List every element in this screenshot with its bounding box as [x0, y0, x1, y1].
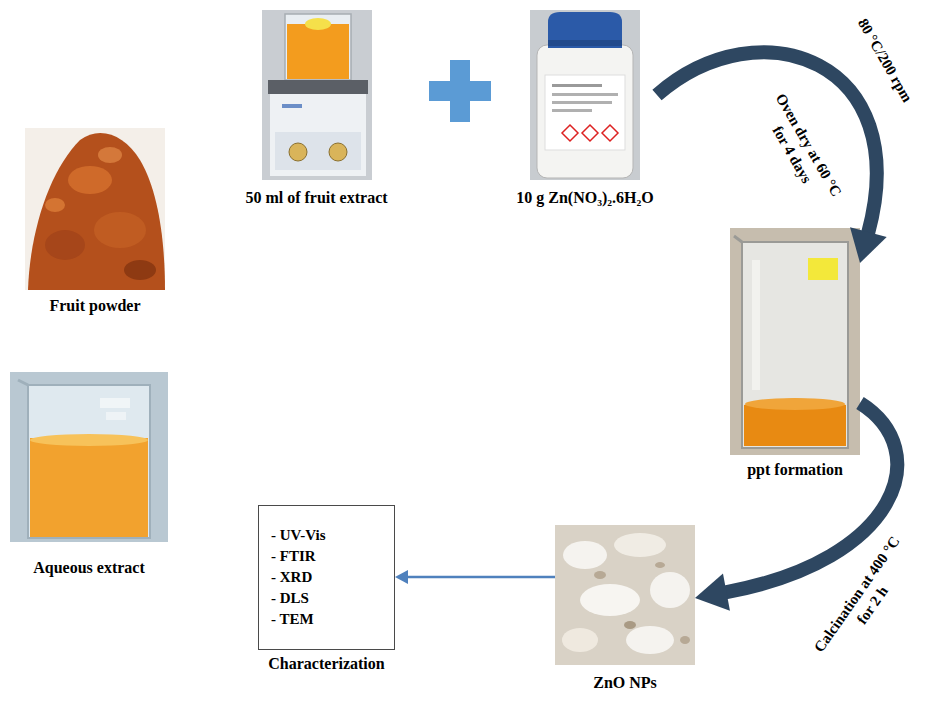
- zno-nanoparticles-photo: [626, 626, 674, 654]
- hotplate-beaker-photo: [287, 24, 349, 79]
- zno-nanoparticles-photo: [680, 636, 690, 644]
- zinc-nitrate-bottle-photo: [582, 125, 598, 141]
- precipitate-beaker-photo: [742, 242, 848, 448]
- fruit-powder-photo: [45, 230, 85, 260]
- flow-arrow: [657, 52, 887, 263]
- arrow-head: [395, 570, 408, 584]
- precipitate-beaker-photo: [730, 228, 860, 455]
- zinc-nitrate-bottle-photo: [602, 125, 618, 141]
- list-item: - DLS: [271, 588, 382, 609]
- hotplate-beaker-photo: [268, 80, 368, 94]
- node-caption: ppt formation: [730, 460, 860, 480]
- aqueous-extract-photo: [10, 372, 168, 542]
- arrow-head: [850, 227, 887, 263]
- fruit-powder-node: Fruit powder: [25, 128, 165, 316]
- zinc-nitrate-bottle-photo: [548, 40, 622, 46]
- node-caption: Aqueous extract: [10, 558, 168, 578]
- fruit-powder-photo: [25, 128, 165, 290]
- list-item: - FTIR: [271, 546, 382, 567]
- list-item: - UV-Vis: [271, 525, 382, 546]
- zinc-nitrate-bottle-photo: [545, 75, 625, 150]
- zinc-nitrate-node: 10 g Zn(NO₃)₂.6H₂O: [513, 10, 657, 208]
- precipitate-beaker-photo: [745, 398, 845, 410]
- fruit-powder-photo: [25, 128, 165, 290]
- hotplate-beaker-photo: [285, 14, 351, 80]
- precipitate-beaker-photo: [752, 260, 760, 390]
- aqueous-extract-photo: [28, 385, 150, 538]
- arrow-head: [695, 573, 730, 610]
- hotplate-beaker-photo: [282, 104, 302, 108]
- list-box: - UV-Vis- FTIR- XRD- DLS- TEM: [258, 505, 395, 650]
- zno-nanoparticles-photo: [594, 571, 606, 579]
- arrow-shaft: [407, 576, 555, 579]
- zno-nanoparticles-photo: [555, 525, 695, 665]
- zinc-nitrate-bottle-photo: [530, 10, 640, 180]
- zinc-nitrate-bottle-photo: [552, 93, 618, 96]
- hotplate-beaker-photo: [262, 10, 372, 180]
- aqueous-extract-photo: [18, 380, 28, 385]
- aqueous-extract-photo: [30, 438, 148, 537]
- hotplate-beaker-photo: [262, 10, 372, 180]
- fruit-powder-photo: [68, 166, 112, 194]
- zinc-nitrate-bottle-photo: [562, 125, 578, 141]
- hotplate-beaker-photo: [305, 18, 331, 30]
- hotplate-beaker-photo: [329, 143, 347, 161]
- fruit-powder-photo: [98, 147, 122, 163]
- fruit-powder-photo: [124, 260, 156, 280]
- zno-nanoparticles-photo: [614, 533, 666, 557]
- fruit-powder-photo: [28, 133, 165, 290]
- characterization-box: - UV-Vis- FTIR- XRD- DLS- TEM Characteriz…: [258, 505, 395, 674]
- zno-nanoparticles-photo: [580, 584, 640, 616]
- zno-nanoparticles-photo: [655, 562, 665, 568]
- fruit-powder-photo: [94, 212, 146, 248]
- aqueous-extract-photo: [10, 372, 168, 542]
- hotplate-beaker-photo: [270, 94, 366, 176]
- edge-label: 80 °C/200 rpm: [853, 15, 916, 105]
- zinc-nitrate-bottle-photo: [552, 109, 592, 112]
- fruit-extract-node: 50 ml of fruit extract: [242, 10, 391, 208]
- fruit-powder-photo: [45, 198, 65, 212]
- aqueous-extract-node: Aqueous extract: [10, 372, 168, 578]
- zno-node: ZnO NPs: [555, 525, 695, 693]
- hotplate-beaker-photo: [275, 132, 361, 170]
- step-note: Oven dry at 60 °C for 4 days: [749, 81, 851, 220]
- zno-nanoparticles-photo: [555, 525, 695, 665]
- plus-sign: [429, 81, 491, 101]
- node-caption: ZnO NPs: [555, 673, 695, 693]
- list-item: - TEM: [271, 609, 382, 630]
- precipitate-beaker-photo: [808, 258, 838, 280]
- zinc-nitrate-bottle-photo: [548, 12, 622, 48]
- aqueous-extract-photo: [30, 434, 148, 446]
- node-caption: 10 g Zn(NO₃)₂.6H₂O: [513, 188, 657, 208]
- hotplate-beaker-photo: [289, 143, 307, 161]
- precipitate-beaker-photo: [730, 228, 860, 455]
- list-item: - XRD: [271, 567, 382, 588]
- plus-sign: [429, 60, 491, 122]
- precipitate-beaker-photo: [744, 399, 846, 447]
- zinc-nitrate-bottle-photo: [537, 45, 633, 178]
- zno-nanoparticles-photo: [563, 541, 607, 569]
- box-heading: Characterization: [258, 654, 395, 674]
- arrow-shaft: [657, 52, 877, 233]
- node-caption: Fruit powder: [25, 296, 165, 316]
- zinc-nitrate-bottle-photo: [552, 84, 602, 87]
- precipitate-node: ppt formation: [730, 228, 860, 480]
- flow-arrow: [395, 570, 555, 584]
- zinc-nitrate-bottle-photo: [552, 101, 612, 104]
- zno-nanoparticles-photo: [650, 572, 690, 608]
- node-caption: 50 ml of fruit extract: [242, 188, 391, 208]
- aqueous-extract-photo: [100, 398, 130, 408]
- zno-nanoparticles-photo: [624, 621, 636, 629]
- aqueous-extract-photo: [106, 412, 126, 420]
- zinc-nitrate-bottle-photo: [530, 10, 640, 180]
- precipitate-beaker-photo: [734, 236, 742, 242]
- zno-nanoparticles-photo: [562, 628, 598, 652]
